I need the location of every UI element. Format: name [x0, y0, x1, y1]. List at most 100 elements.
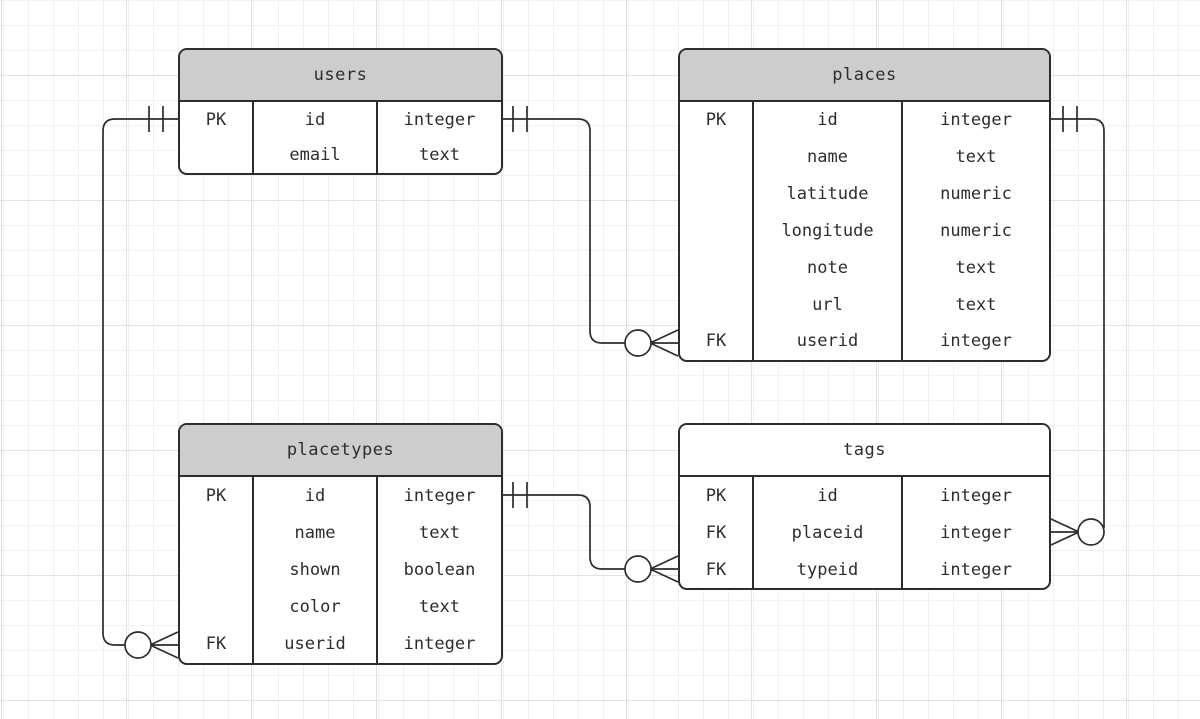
- table-body: PK id integer name text shown boolean co…: [180, 477, 501, 663]
- key-cell: PK: [205, 109, 227, 130]
- table-row: FK userid integer: [680, 323, 1049, 360]
- type-cell: integer: [940, 331, 1012, 352]
- cardinality-many-crowfoot: [149, 631, 179, 659]
- relationship-line[interactable]: [503, 494, 626, 570]
- table-row: longitude numeric: [680, 212, 1049, 250]
- cardinality-zero-circle: [124, 631, 152, 659]
- field-cell: id: [752, 102, 903, 139]
- table-row: email text: [180, 137, 501, 174]
- type-cell: integer: [940, 110, 1012, 131]
- key-cell: PK: [705, 485, 727, 506]
- key-cell: PK: [205, 485, 227, 506]
- field-cell: placeid: [752, 514, 903, 551]
- table-row: PK id integer: [680, 477, 1049, 514]
- field-cell: userid: [252, 625, 378, 663]
- relationship-places-tags[interactable]: [1050, 106, 1105, 546]
- type-cell: boolean: [403, 559, 476, 580]
- table-header[interactable]: places: [680, 50, 1049, 102]
- key-cell: [180, 514, 252, 551]
- field-cell: id: [752, 477, 903, 514]
- key-cell: [680, 176, 752, 213]
- table-row: note text: [680, 249, 1049, 287]
- table-body: PK id integer FK placeid integer FK type…: [680, 477, 1049, 588]
- relationship-users-placetypes[interactable]: [102, 106, 179, 659]
- cardinality-many-crowfoot: [649, 555, 679, 583]
- key-cell: [680, 213, 752, 250]
- cardinality-many-crowfoot: [1050, 518, 1080, 546]
- key-cell: [180, 589, 252, 626]
- type-cell: integer: [403, 109, 476, 130]
- table-header[interactable]: tags: [680, 425, 1049, 477]
- key-cell: FK: [705, 331, 727, 352]
- key-cell: [680, 139, 752, 176]
- type-cell: integer: [940, 485, 1012, 506]
- table-row: PK id integer: [180, 477, 501, 515]
- key-cell: [180, 138, 252, 174]
- field-cell: name: [752, 138, 903, 176]
- field-cell: color: [252, 588, 378, 626]
- entity-table-tags[interactable]: tags PK id integer FK placeid integer FK…: [678, 423, 1051, 590]
- cardinality-zero-circle: [624, 555, 652, 583]
- table-title: places: [832, 65, 897, 85]
- type-cell: numeric: [940, 220, 1012, 241]
- field-cell: shown: [252, 551, 378, 589]
- field-cell: id: [252, 477, 378, 515]
- entity-table-placetypes[interactable]: placetypes PK id integer name text shown…: [178, 423, 503, 665]
- table-header[interactable]: placetypes: [180, 425, 501, 477]
- entity-table-users[interactable]: users PK id integer email text: [178, 48, 503, 175]
- relationship-placetypes-tags[interactable]: [503, 482, 679, 583]
- key-cell: [680, 286, 752, 323]
- table-title: tags: [843, 440, 886, 460]
- field-cell: typeid: [752, 551, 903, 588]
- relationship-line[interactable]: [1051, 118, 1105, 528]
- field-cell: note: [752, 249, 903, 287]
- key-cell: FK: [705, 522, 727, 543]
- table-title: users: [313, 65, 368, 85]
- table-row: FK placeid integer: [680, 514, 1049, 551]
- table-row: PK id integer: [180, 102, 501, 138]
- type-cell: integer: [940, 522, 1012, 543]
- field-cell: name: [252, 514, 378, 552]
- entity-table-places[interactable]: places PK id integer name text latitude …: [678, 48, 1051, 362]
- type-cell: integer: [403, 634, 476, 655]
- relationship-users-places[interactable]: [503, 106, 679, 357]
- key-cell: [180, 551, 252, 588]
- type-cell: integer: [403, 485, 476, 506]
- field-cell: latitude: [752, 175, 903, 213]
- table-row: FK typeid integer: [680, 551, 1049, 588]
- table-row: name text: [180, 514, 501, 552]
- relationship-line[interactable]: [102, 118, 178, 646]
- key-cell: FK: [705, 559, 727, 580]
- table-body: PK id integer email text: [180, 102, 501, 173]
- table-row: color text: [180, 588, 501, 626]
- key-cell: FK: [205, 634, 227, 655]
- cardinality-zero-circle: [1077, 518, 1105, 546]
- cardinality-many-crowfoot: [649, 329, 679, 357]
- key-cell: PK: [705, 110, 727, 131]
- field-cell: url: [752, 286, 903, 324]
- relationship-line[interactable]: [503, 118, 626, 344]
- table-row: latitude numeric: [680, 175, 1049, 213]
- field-cell: email: [252, 137, 378, 173]
- field-cell: longitude: [752, 212, 903, 250]
- key-cell: [680, 249, 752, 286]
- table-row: FK userid integer: [180, 625, 501, 663]
- type-cell: numeric: [940, 184, 1012, 205]
- type-cell: integer: [940, 559, 1012, 580]
- field-cell: id: [252, 102, 378, 138]
- type-cell: text: [955, 147, 997, 168]
- table-title: placetypes: [286, 440, 395, 460]
- type-cell: text: [955, 257, 997, 278]
- table-row: url text: [680, 286, 1049, 324]
- table-body: PK id integer name text latitude numeric…: [680, 102, 1049, 360]
- table-header[interactable]: users: [180, 50, 501, 102]
- type-cell: text: [419, 145, 460, 166]
- table-row: shown boolean: [180, 551, 501, 589]
- cardinality-zero-circle: [624, 329, 652, 357]
- type-cell: text: [419, 522, 460, 543]
- type-cell: text: [955, 294, 997, 315]
- table-row: name text: [680, 138, 1049, 176]
- table-row: PK id integer: [680, 102, 1049, 139]
